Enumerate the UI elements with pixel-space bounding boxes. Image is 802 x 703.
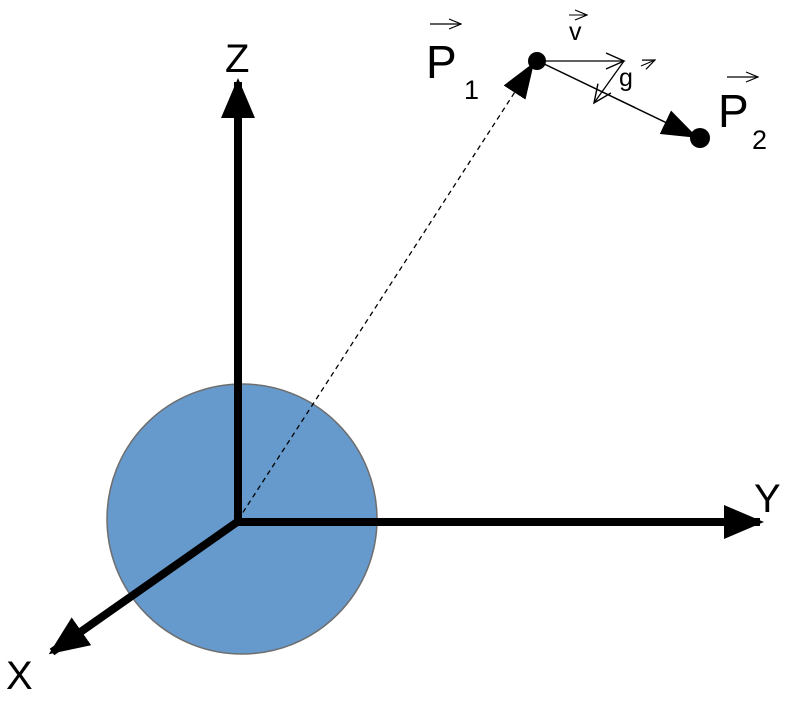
- velocity-label: v: [569, 18, 582, 46]
- y-axis-label: Y: [754, 477, 781, 521]
- x-axis-label: X: [6, 654, 33, 698]
- x-axis: [48, 516, 243, 656]
- gravity-label: g: [619, 64, 633, 92]
- position-vector-p1: [237, 62, 535, 521]
- point-p1-label: P: [426, 36, 457, 88]
- gravity-vector: [592, 60, 625, 105]
- point-p1-subscript: 1: [464, 75, 479, 105]
- g-vector-arrow-icon: [640, 60, 655, 66]
- trajectory-arrow: [537, 60, 698, 138]
- point-p2-label: P: [718, 85, 749, 137]
- z-axis-label: Z: [225, 37, 249, 81]
- point-p2-subscript: 2: [752, 125, 767, 155]
- point-p1-dot: [528, 52, 546, 70]
- point-p2-dot: [690, 128, 710, 148]
